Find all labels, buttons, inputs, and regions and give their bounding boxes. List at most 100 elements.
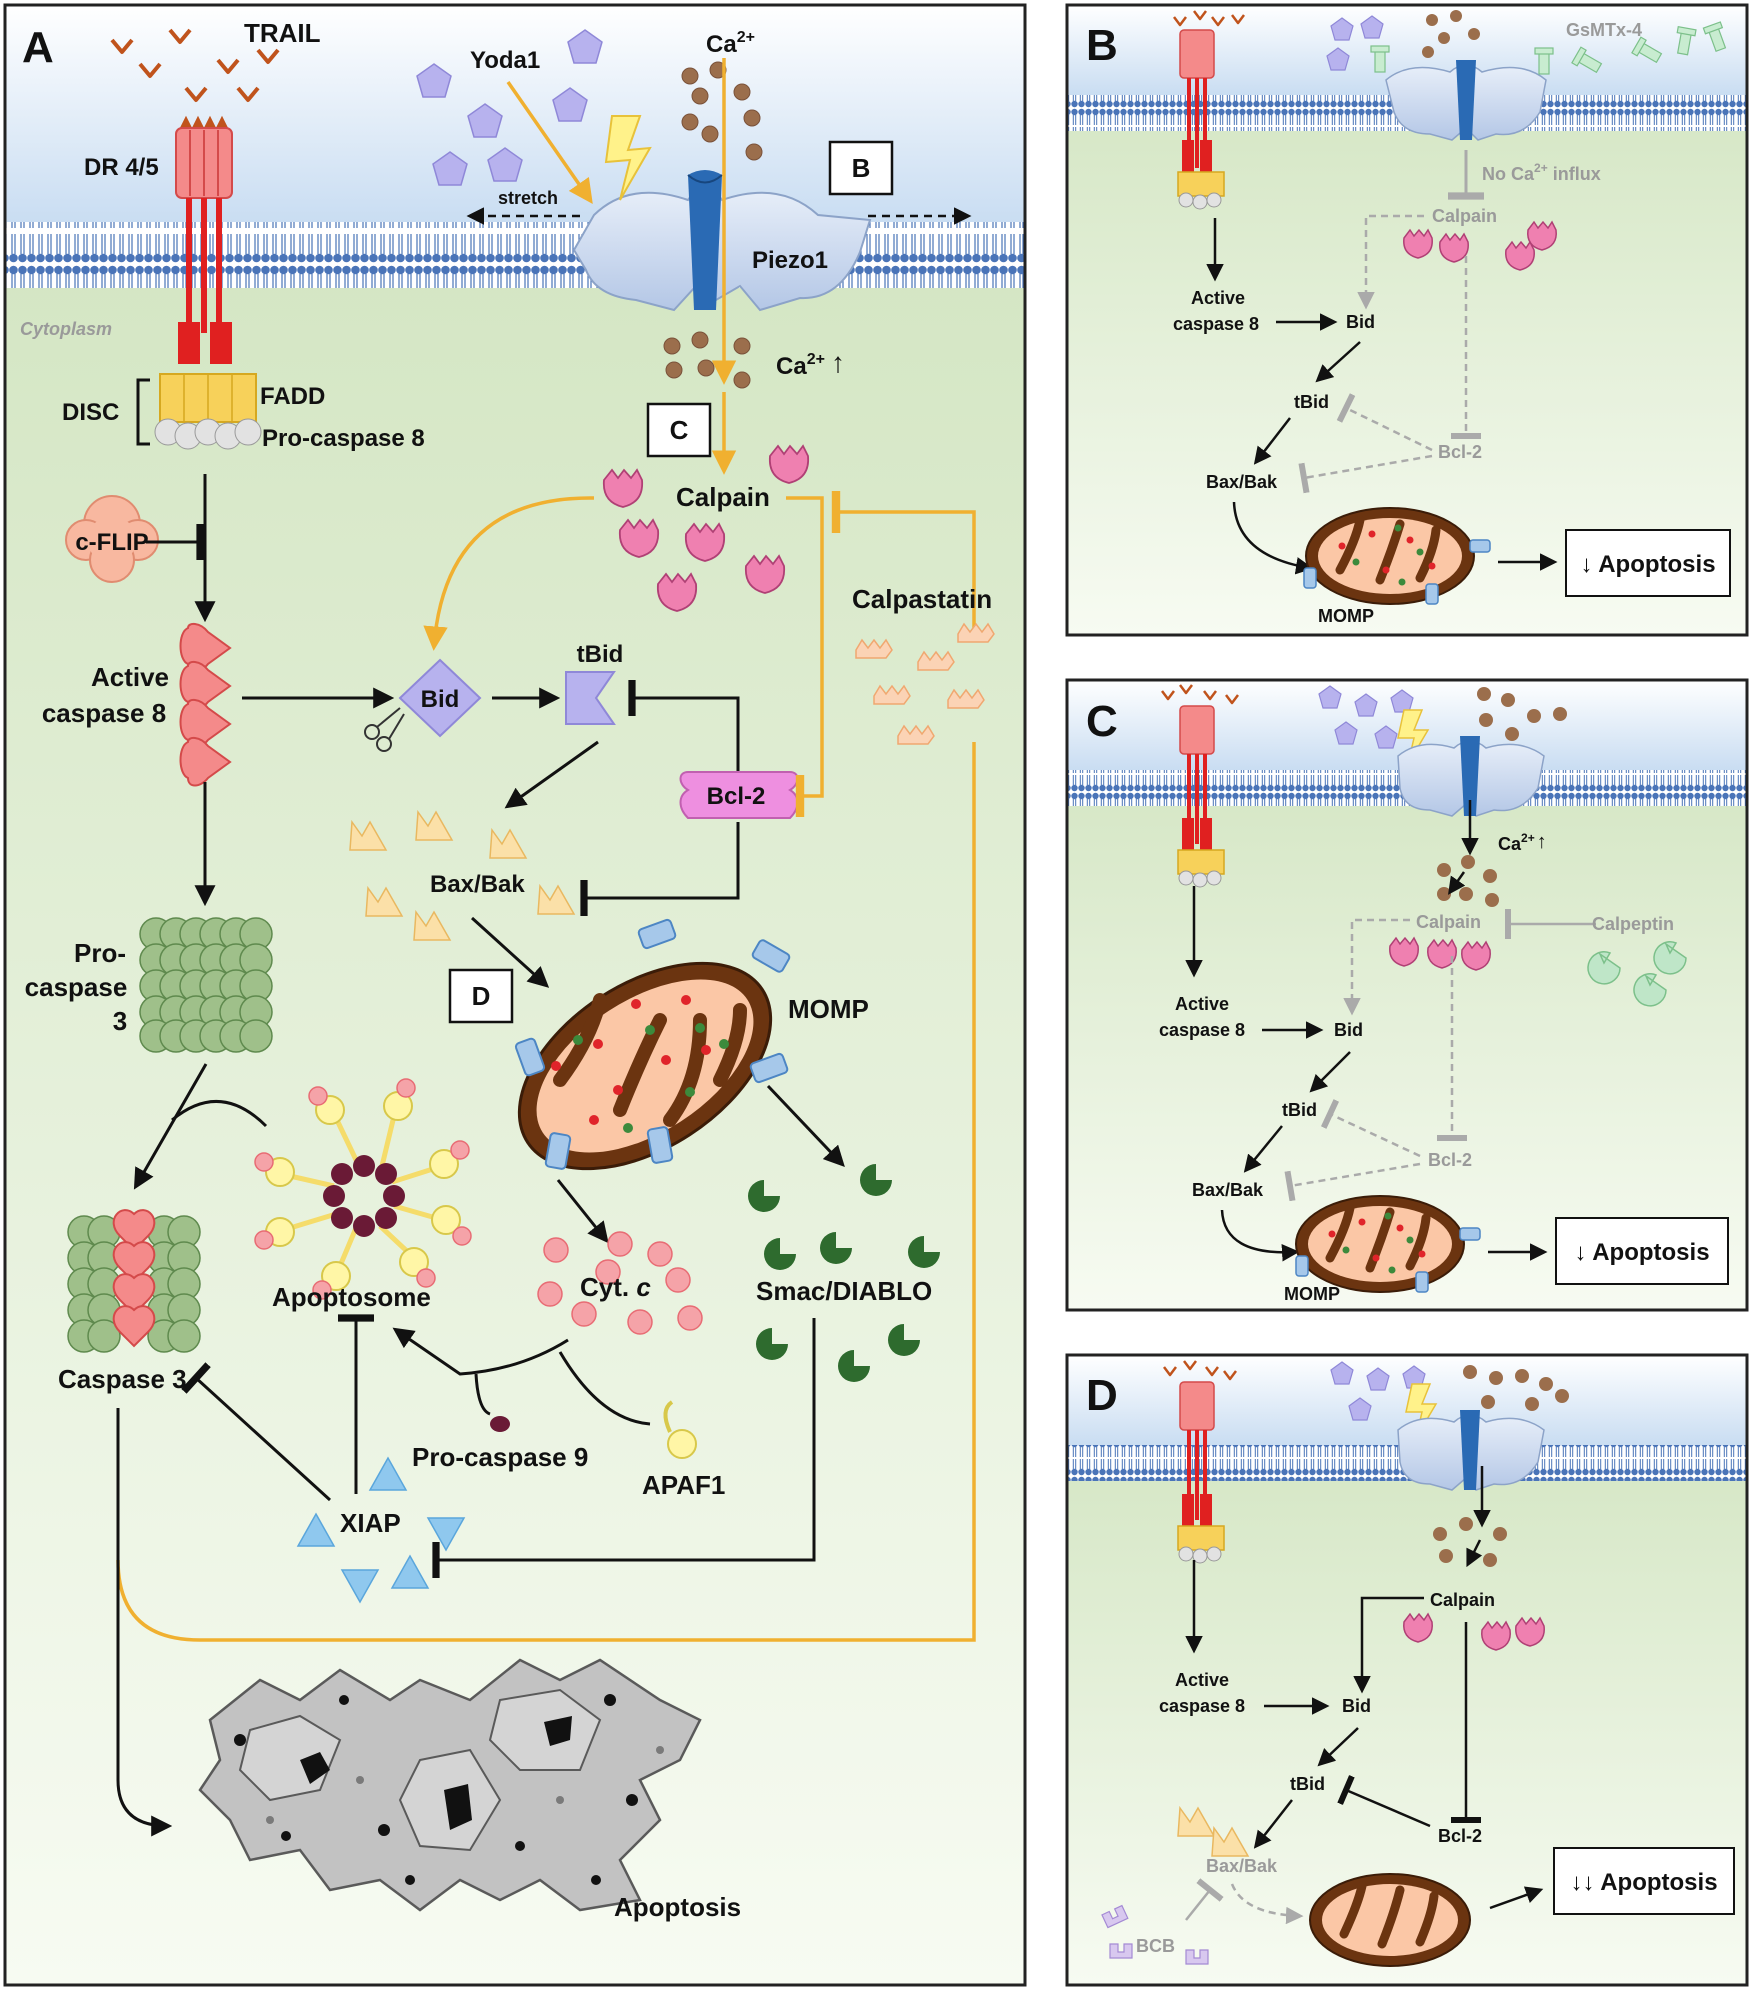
apoptosome xyxy=(254,1078,472,1300)
bcl2-label-b: Bcl-2 xyxy=(1438,442,1482,462)
box-d: D xyxy=(448,968,514,1024)
apoptosome-label: Apoptosome xyxy=(272,1282,431,1312)
ca-increase-label: Ca2+↑ xyxy=(776,347,845,380)
result-label-c: ↓ Apoptosis xyxy=(1574,1239,1709,1266)
panel-label-b: B xyxy=(1086,21,1118,70)
dr45-label: DR 4/5 xyxy=(84,154,159,181)
death-receptor xyxy=(175,115,233,364)
momp-label: MOMP xyxy=(788,994,869,1024)
calcium-ions xyxy=(663,61,763,389)
baxbak-label-b: Bax/Bak xyxy=(1206,472,1278,492)
piezo1-channel-d xyxy=(1397,1410,1545,1491)
cflip-protein xyxy=(65,495,159,583)
disc-label: DISC xyxy=(62,399,119,426)
panel-label-a: A xyxy=(22,23,54,72)
active-caspase8-c-line2: caspase 8 xyxy=(1159,1020,1245,1040)
gsmtx4-label: GsMTx-4 xyxy=(1566,20,1642,40)
result-label-d: ↓↓ Apoptosis xyxy=(1570,1869,1717,1896)
calcium-ions-c xyxy=(1437,687,1567,907)
bcl2-label-c: Bcl-2 xyxy=(1428,1150,1472,1170)
tbid-label-b: tBid xyxy=(1294,392,1329,412)
momp-label-c: MOMP xyxy=(1284,1284,1340,1304)
bid-protein xyxy=(398,658,482,738)
stretch-label: stretch xyxy=(498,188,558,208)
panel-d: D Calpain xyxy=(1065,1353,1749,1987)
result-label-b: ↓ Apoptosis xyxy=(1580,551,1715,578)
calcium-ions-d xyxy=(1433,1365,1569,1567)
caspase3-label: Caspase 3 xyxy=(58,1364,187,1394)
piezo1-channel xyxy=(572,170,872,312)
active-caspase8-line2: caspase 8 xyxy=(42,698,166,728)
mitochondrion xyxy=(514,918,791,1171)
momp-label-b: MOMP xyxy=(1318,606,1374,626)
cytoplasm-label: Cytoplasm xyxy=(20,319,112,339)
mitochondrion-d xyxy=(1309,1873,1471,1967)
piezo1-channel-c xyxy=(1397,736,1545,817)
apoptosis-label: Apoptosis xyxy=(614,1892,741,1922)
tbid-label: tBid xyxy=(577,641,624,668)
apaf1-protein xyxy=(663,1400,697,1459)
calpain-label-c: Calpain xyxy=(1416,912,1481,932)
disc-complex xyxy=(136,373,262,450)
bid-label-d: Bid xyxy=(1342,1696,1371,1716)
panel-b: B GsMTx-4 No xyxy=(1065,3,1749,637)
ca-label: Ca2+ xyxy=(706,29,755,58)
svg-text:B: B xyxy=(852,153,871,183)
result-box-c xyxy=(1555,1217,1729,1285)
tbid-label-d: tBid xyxy=(1290,1774,1325,1794)
lightning-icon xyxy=(604,115,652,201)
calpain-label: Calpain xyxy=(676,482,770,512)
piezo1-channel-b xyxy=(1385,60,1547,141)
svg-text:C: C xyxy=(670,415,689,445)
calcium-ions-b xyxy=(1422,10,1480,58)
cflip-label: c-FLIP xyxy=(75,529,148,556)
bid-label-c: Bid xyxy=(1334,1020,1363,1040)
active-caspase8-b-line1: Active xyxy=(1191,288,1245,308)
calpastatin-label: Calpastatin xyxy=(852,584,992,614)
ca-increase-label-c: Ca2+↑ xyxy=(1498,831,1547,854)
death-receptor-c xyxy=(1160,683,1240,888)
piezo1-label: Piezo1 xyxy=(752,247,828,274)
procaspase9-label: Pro-caspase 9 xyxy=(412,1442,588,1472)
bid-label: Bid xyxy=(421,686,460,713)
no-ca-influx-label: No Ca2+ influx xyxy=(1482,161,1601,184)
cytc-label: Cyt. c xyxy=(580,1272,651,1302)
yoda1-label: Yoda1 xyxy=(470,47,540,74)
procaspase3-line1: Pro- xyxy=(74,938,126,968)
active-caspase8 xyxy=(179,622,232,787)
procaspase3-line3: 3 xyxy=(113,1006,127,1036)
panel-label-d: D xyxy=(1086,1371,1118,1420)
active-caspase8-c-line1: Active xyxy=(1175,994,1229,1014)
caspase3 xyxy=(67,1209,201,1353)
calpeptin-label: Calpeptin xyxy=(1592,914,1674,934)
mitochondrion-c xyxy=(1295,1195,1481,1293)
calpain-label-b: Calpain xyxy=(1432,206,1497,226)
smac-label: Smac/DIABLO xyxy=(756,1276,932,1306)
result-box-d xyxy=(1553,1847,1735,1915)
fadd-label: FADD xyxy=(260,383,325,410)
active-caspase8-b-line2: caspase 8 xyxy=(1173,314,1259,334)
panel-label-c: C xyxy=(1086,697,1118,746)
xiap-label: XIAP xyxy=(340,1508,401,1538)
panel-a: A TRAIL DR 4/5 xyxy=(3,3,1027,1987)
baxbak-label-d: Bax/Bak xyxy=(1206,1856,1278,1876)
active-caspase8-line1: Active xyxy=(91,662,169,692)
cell-membrane xyxy=(6,222,1024,288)
apaf1-label: APAF1 xyxy=(642,1470,725,1500)
calpain-label-d: Calpain xyxy=(1430,1590,1495,1610)
scissors-icon xyxy=(364,707,405,752)
panel-c: C Ca2+↑ Calpain xyxy=(1065,678,1749,1312)
death-receptor-b xyxy=(1172,9,1246,210)
tbid-protein xyxy=(565,671,616,725)
box-c: C xyxy=(646,402,712,458)
active-caspase8-d-line2: caspase 8 xyxy=(1159,1696,1245,1716)
death-receptor-d xyxy=(1162,1359,1238,1564)
bid-label-b: Bid xyxy=(1346,312,1375,332)
cytochrome-c xyxy=(537,1231,703,1335)
baxbak-label: Bax/Bak xyxy=(430,871,525,898)
bcl2-label: Bcl-2 xyxy=(707,783,766,810)
baxbak-label-c: Bax/Bak xyxy=(1192,1180,1264,1200)
result-box-b xyxy=(1565,529,1731,597)
apoptotic-cells xyxy=(198,1658,702,1912)
